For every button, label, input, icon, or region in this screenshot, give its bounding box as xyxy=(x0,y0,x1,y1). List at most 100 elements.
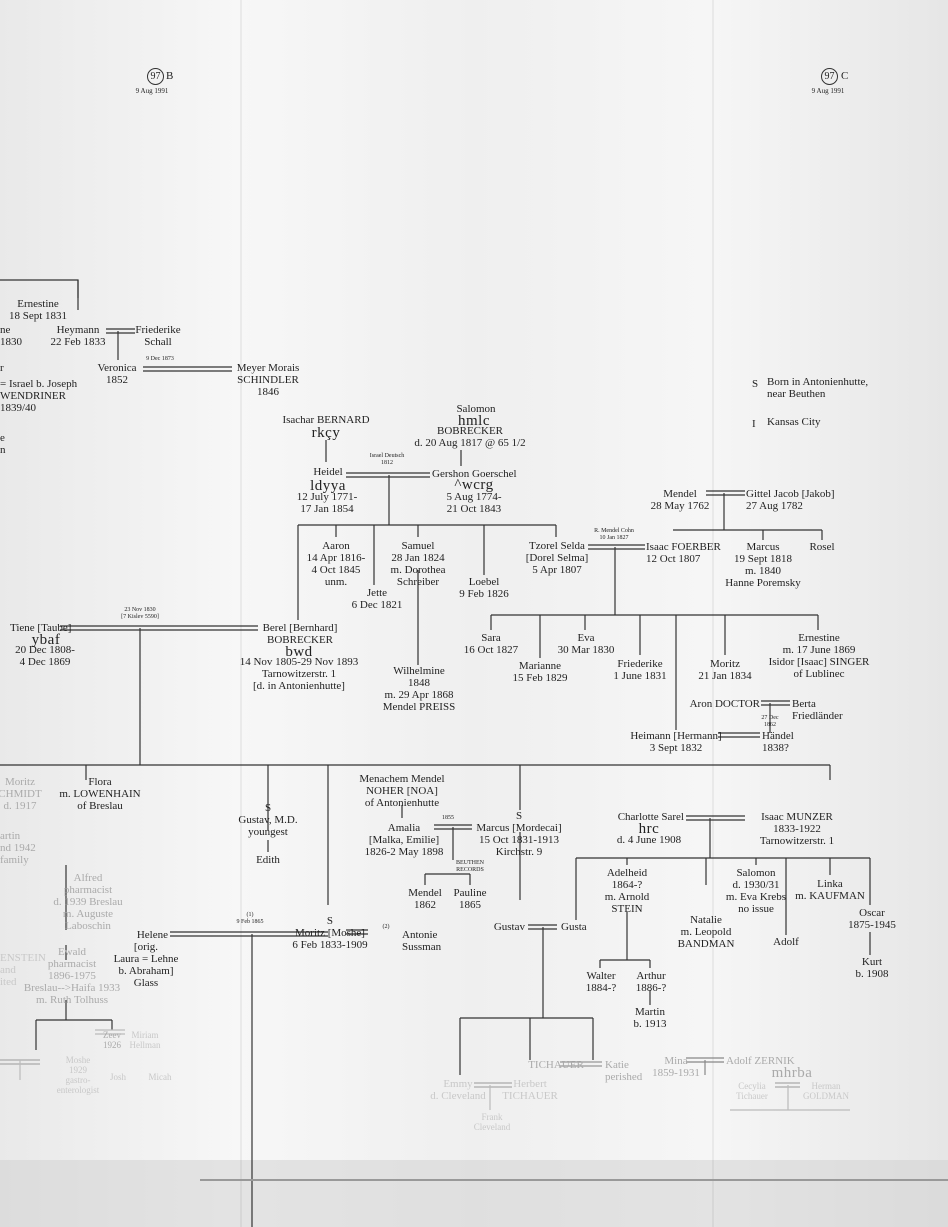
person-kurt: Kurt b. 1908 xyxy=(855,956,889,980)
person-berta-friedlaender: Berta Friedländer xyxy=(792,698,843,722)
page-number-circle: 97 xyxy=(821,68,838,85)
person-salomon: Salomon xyxy=(456,403,496,415)
hebrew-name: mhrba xyxy=(771,1065,813,1081)
person-heimann: Heimann [Hermann] 3 Sept 1832 xyxy=(630,730,722,754)
person-marianne: Marianne 15 Feb 1829 xyxy=(512,660,568,684)
person-tiene-dates: 20 Dec 1808- 4 Dec 1869 xyxy=(15,644,75,668)
person-heidel: Heidel xyxy=(313,466,343,478)
marriage-date: 23 Nov 1830 [7 Kislev 5590] xyxy=(121,607,159,620)
person-miriam-hellman: Miriam Hellman xyxy=(129,1030,161,1050)
person-amalia: Amalia [Malka, Emilie] 1826-2 May 1898 xyxy=(364,822,444,858)
paper-fold xyxy=(712,0,714,1227)
person-helene: Helene xyxy=(136,929,168,941)
person-mendel: Mendel 28 May 1762 xyxy=(650,488,710,512)
person-berel-bobrecker: Berel [Bernhard] BOBRECKER xyxy=(262,622,338,646)
person-herbert-tichauer: Herbert TICHAUER xyxy=(502,1078,558,1102)
hebrew-name: ybaf xyxy=(31,632,61,648)
person-aron-doctor: Aron DOCTOR xyxy=(689,698,760,710)
records-note: BEUTHEN RECORDS xyxy=(456,860,484,873)
hebrew-name: hrc xyxy=(638,821,660,837)
person-mina: Mina 1859-1931 xyxy=(652,1055,700,1079)
person-tichauer: TICHAUER xyxy=(528,1059,584,1071)
hebrew-name: hmlc xyxy=(458,413,490,429)
person-flora: Flora m. LOWENHAIN of Breslau xyxy=(59,776,141,812)
person-ewald: Ewald pharmacist 1896-1975 Breslau-->Hai… xyxy=(23,946,121,1006)
person-gustav: Gustav xyxy=(493,921,525,933)
person-helene-orig: [orig. Laura = Lehne b. Abraham] Glass xyxy=(113,941,179,989)
marriage-date: R. Mendel Cohn 10 Jan 1827 xyxy=(594,528,634,541)
person-isaac-foerber: Isaac FOERBER 12 Oct 1807 xyxy=(646,541,721,565)
person-eva: Eva 30 Mar 1830 xyxy=(557,632,615,656)
person-alfred: Alfred pharmacist d. 1939 Breslau m. Aug… xyxy=(53,872,123,932)
person-menachem-mendel-noher: Menachem Mendel NOHER [NOA] of Antonienh… xyxy=(359,773,445,809)
person-natalie: Natalie m. Leopold BANDMAN xyxy=(677,914,735,950)
person-gittel-jacob: Gittel Jacob [Jakob] 27 Aug 1782 xyxy=(746,488,835,512)
person-haendel: Händel 1838? xyxy=(762,730,794,754)
person-samuel: Samuel 28 Jan 1824 m. Dorothea Schreiber xyxy=(390,540,446,588)
person-isaac-munzer: Isaac MUNZER 1833-1922 Tarnowitzerstr. 1 xyxy=(759,811,835,847)
person-pauline: Pauline 1865 xyxy=(453,887,487,911)
person-gershon-dates: 5 Aug 1774- 21 Oct 1843 xyxy=(446,491,502,515)
person-tzorel-selda: Tzorel Selda [Dorel Selma] 5 Apr 1807 xyxy=(525,540,589,576)
person-enstein-fragment: ENSTEIN and ited xyxy=(0,952,46,988)
person-salomon-bobrecker: BOBRECKER d. 20 Aug 1817 @ 65 1/2 xyxy=(414,425,526,449)
person-moritz: Moritz 21 Jan 1834 xyxy=(698,658,752,682)
hebrew-name: ldyya xyxy=(310,478,346,494)
person-heidel-dates: 12 July 1771- 17 Jan 1854 xyxy=(296,491,358,515)
person-mendel-1862: Mendel 1862 xyxy=(408,887,442,911)
person-heymann: Heymann 22 Feb 1833 xyxy=(50,324,106,348)
paper-fold xyxy=(240,0,242,1227)
legend-text: Born in Antonienhutte, near Beuthen xyxy=(767,376,869,400)
person-ernestine-singer: Ernestine m. 17 June 1869 Isidor [Isaac]… xyxy=(768,632,870,680)
legend-symbol: S xyxy=(752,378,759,390)
person-katie: Katie perished xyxy=(605,1059,643,1083)
person-adolf: Adolf xyxy=(773,936,799,948)
person-adolf-zernik: Adolf ZERNIK xyxy=(726,1055,795,1067)
person-marcus: Marcus 19 Sept 1818 m. 1840 Hanne Porems… xyxy=(725,541,801,589)
person-arthur: Arthur 1886-? xyxy=(635,970,667,994)
person-frank: Frank Cleveland xyxy=(473,1112,511,1132)
person-ernestine: Ernestine 18 Sept 1831 xyxy=(8,298,68,322)
hebrew-name: rkçy xyxy=(311,425,341,441)
person-sara: Sara 16 Oct 1827 xyxy=(463,632,519,656)
page-letter: C xyxy=(841,70,849,82)
person-friederike-schall: Friederike Schall xyxy=(135,324,181,348)
person-cecylia: Cecylia Tichauer xyxy=(736,1081,768,1101)
legend-symbol: I xyxy=(752,418,756,430)
person-oscar: Oscar 1875-1945 xyxy=(848,907,896,931)
page-number-circle: 97 xyxy=(147,68,164,85)
marriage-date: 1855 xyxy=(442,815,454,821)
person-rosel: Rosel xyxy=(809,541,835,553)
person-herman-goldman: Herman GOLDMAN xyxy=(803,1081,849,1101)
marriage-date: 27 Dec 1862 xyxy=(761,715,779,728)
legend-text: Kansas City xyxy=(767,416,821,428)
person-moritz-schmidt: Moritz CHMIDT d. 1917 xyxy=(0,776,42,812)
person-aaron: Aaron 14 Apr 1816- 4 Oct 1845 unm. xyxy=(306,540,366,588)
hebrew-name: ^wcrg xyxy=(454,477,494,493)
marriage-date: 9 Dec 1873 xyxy=(146,356,174,362)
person-meyer-schindler: Meyer Morais SCHINDLER 1846 xyxy=(236,362,300,398)
person-israel-wendriner: = Israel b. Joseph WENDRINER 1839/40 xyxy=(0,378,78,414)
person-charlotte-sarel: Charlotte Sarel xyxy=(617,811,684,823)
person-fragment: ne 1830 xyxy=(0,324,22,348)
page-date: 9 Aug 1991 xyxy=(135,87,169,95)
person-fragment: e n xyxy=(0,432,6,456)
person-wilhelmine: Wilhelmine 1848 m. 29 Apr 1868 Mendel PR… xyxy=(382,665,456,713)
person-antonie-sussman: Antonie Sussman xyxy=(402,929,442,953)
person-salomon-munzer: Salomon d. 1930/31 m. Eva Krebs no issue xyxy=(725,867,787,915)
person-jette: Jette 6 Dec 1821 xyxy=(351,587,403,611)
person-charlotte-dates: d. 4 June 1908 xyxy=(616,834,682,846)
person-tiene-taube: Tiene [Taube] xyxy=(10,622,72,634)
page-date: 9 Aug 1991 xyxy=(811,87,845,95)
person-friederike: Friederike 1 June 1831 xyxy=(613,658,667,682)
person-micah: Micah xyxy=(148,1072,172,1082)
person-martin-fragment: artin nd 1942 family xyxy=(0,830,36,866)
person-gershon-goerschel: Gershon Goerschel xyxy=(432,468,517,480)
person-edith: Edith xyxy=(256,854,280,866)
person-adelheid: Adelheid 1864-? m. Arnold STEIN xyxy=(604,867,650,915)
person-martin: Martin b. 1913 xyxy=(633,1006,667,1030)
person-emmy: Emmy d. Cleveland xyxy=(430,1078,486,1102)
person-josh: Josh xyxy=(109,1072,127,1082)
